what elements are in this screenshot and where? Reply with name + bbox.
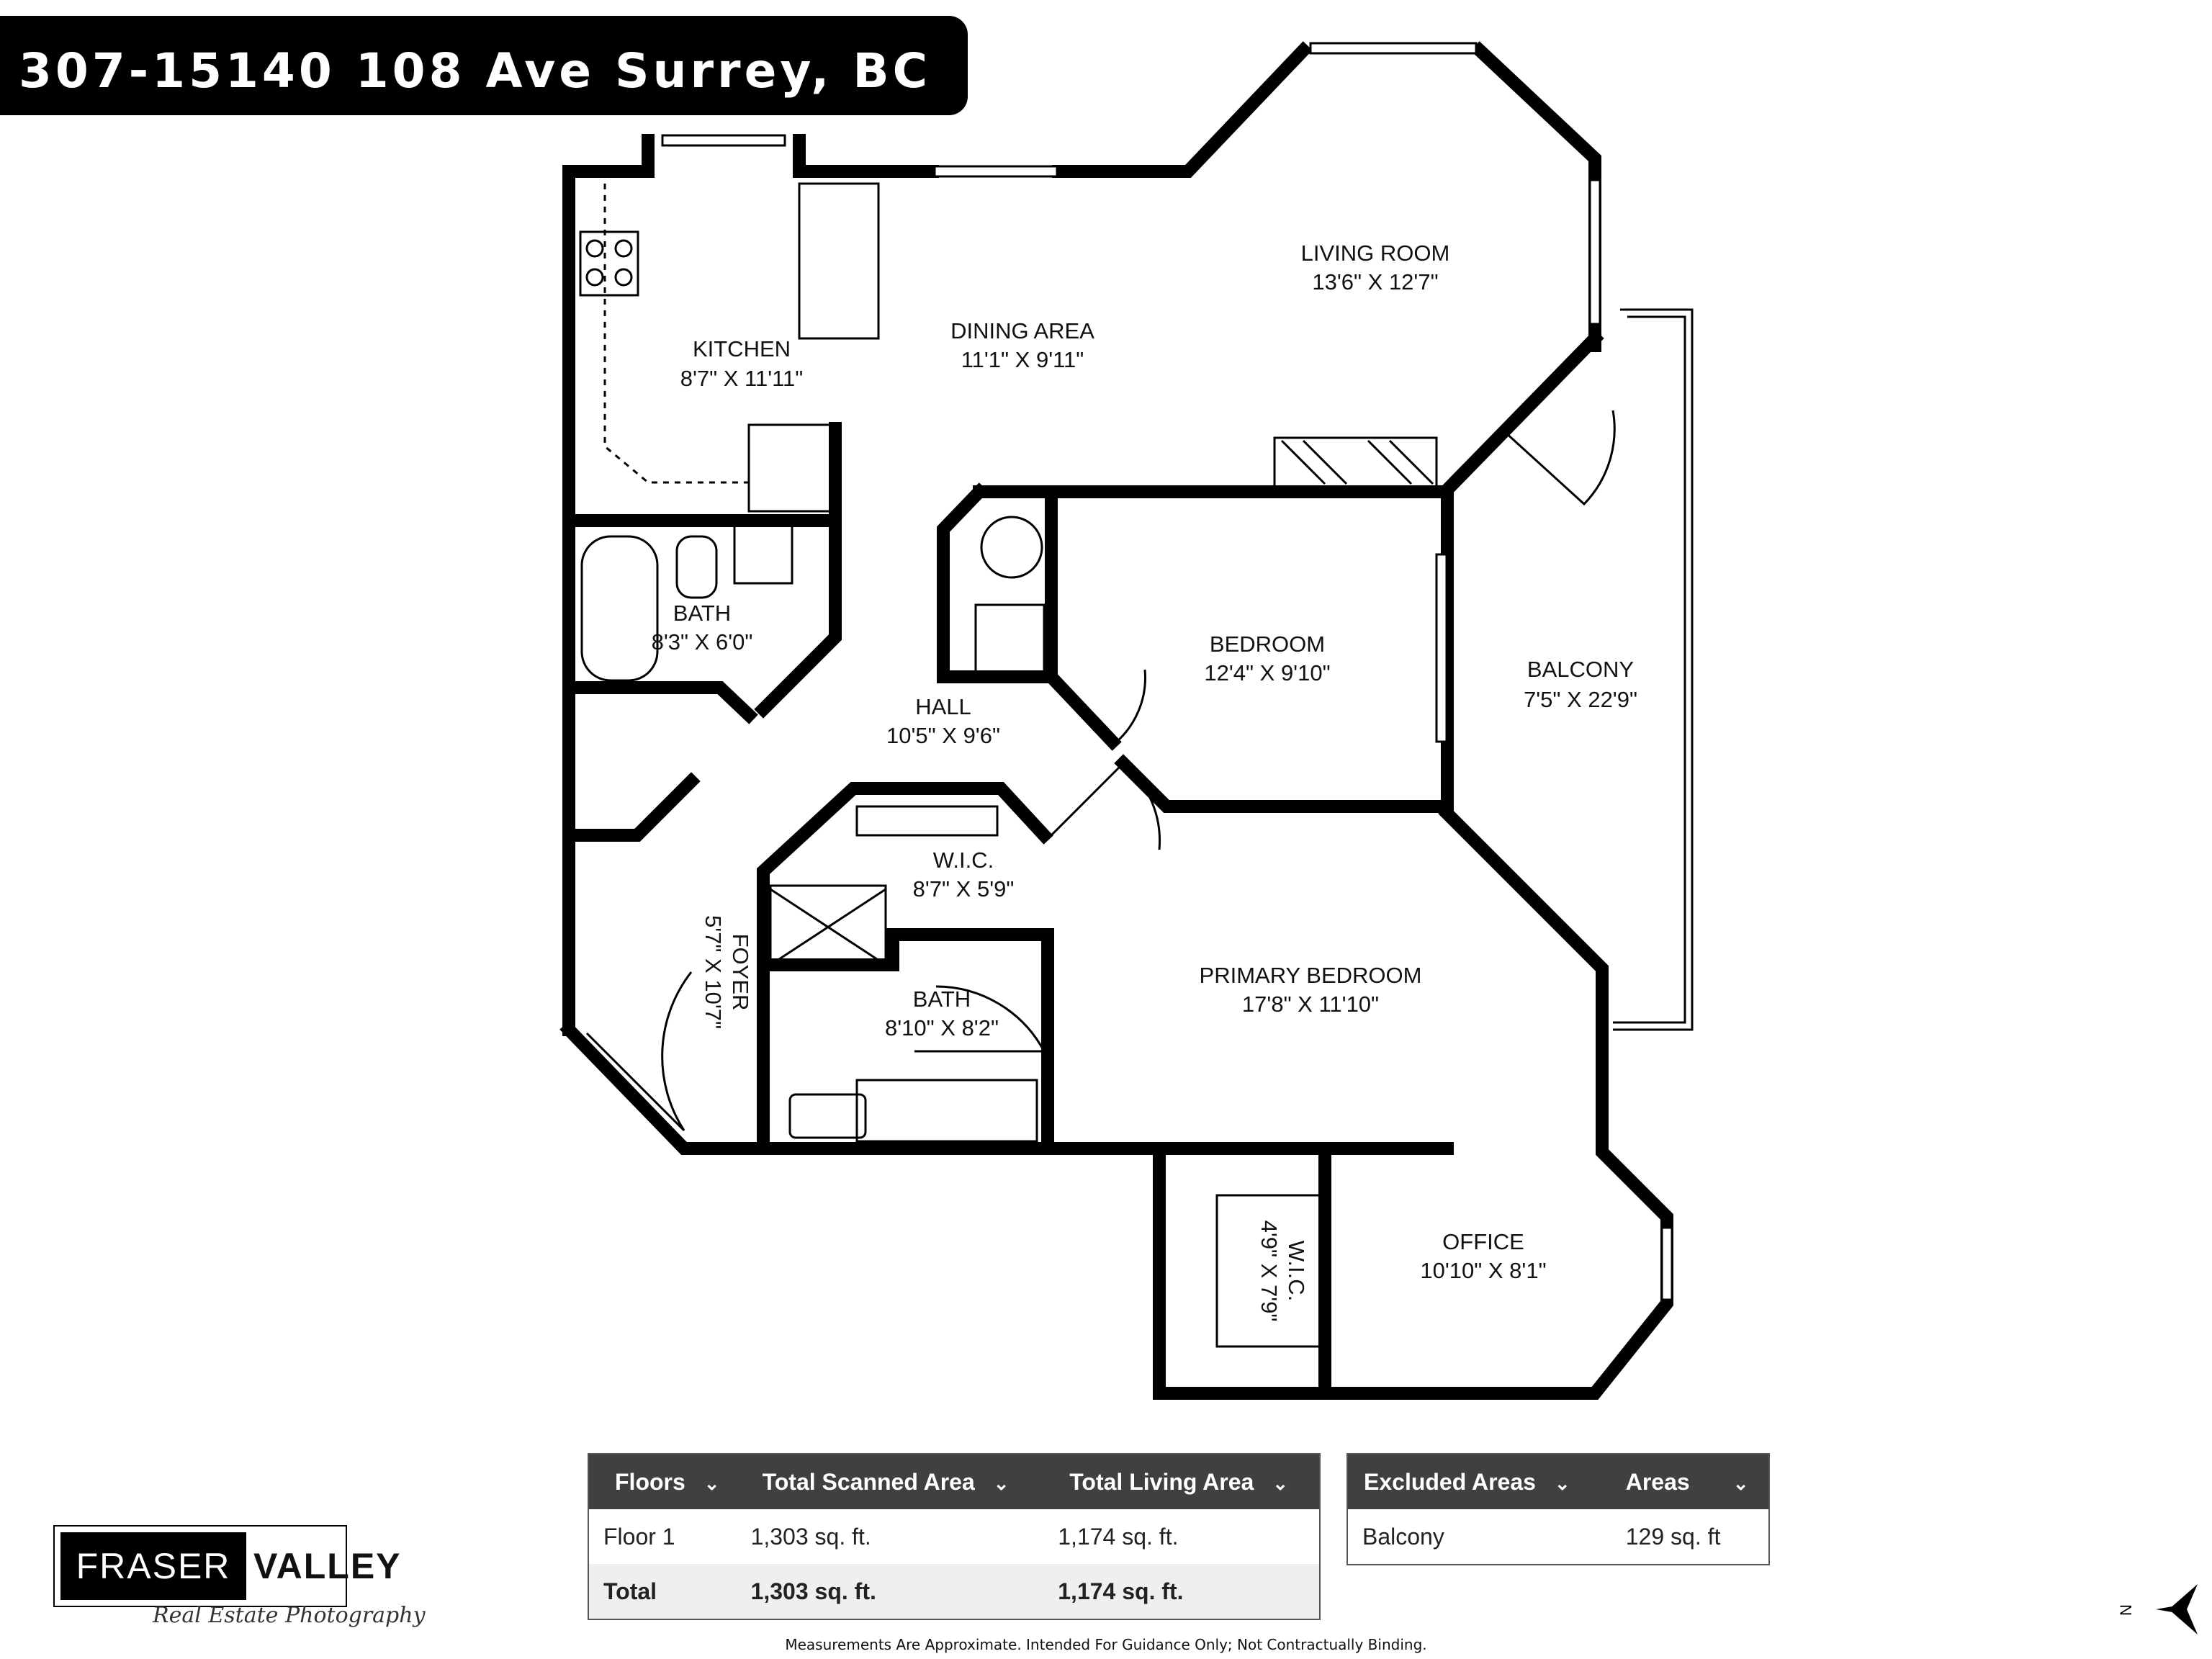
logo-left-text: FRASER (60, 1532, 246, 1600)
wic-1-name: W.I.C. (933, 848, 994, 873)
compass-label: N (2117, 1604, 2135, 1616)
bedroom-size: 12'4" X 9'10" (1204, 660, 1330, 685)
header-excluded-areas[interactable]: Excluded Areas⌄ (1347, 1454, 1600, 1509)
title-banner: 307-15140 108 Ave Surrey, BC (0, 16, 968, 115)
walls (559, 41, 1673, 1400)
wic-2-size: 4'9" X 7'9" (1256, 1220, 1282, 1322)
doors (585, 410, 1616, 1132)
header-total-living[interactable]: Total Living Area⌄ (1043, 1454, 1320, 1509)
kitchen-size: 8'7" X 11'11" (680, 366, 804, 391)
office-name: OFFICE (1442, 1229, 1524, 1254)
table-cell: 1,303 sq. ft. (736, 1564, 1044, 1619)
table-cell: 1,174 sq. ft. (1043, 1564, 1320, 1619)
chevron-down-icon: ⌄ (1272, 1472, 1289, 1494)
wic-1-size: 8'7" X 5'9" (913, 876, 1015, 902)
chevron-down-icon: ⌄ (993, 1472, 1010, 1494)
primary-bedroom-name: PRIMARY BEDROOM (1200, 963, 1422, 988)
bedroom-name: BEDROOM (1210, 631, 1325, 657)
disclaimer-text: Measurements Are Approximate. Intended F… (785, 1636, 1427, 1653)
windows (661, 42, 1673, 1301)
bath-2-name: BATH (913, 986, 971, 1012)
bath-2-size: 8'10" X 8'2" (885, 1015, 999, 1040)
bath-fixtures (580, 516, 1046, 1143)
logo-tagline: Real Estate Photography (153, 1603, 426, 1628)
living-room-size: 13'6" X 12'7" (1312, 269, 1438, 295)
bath-1-size: 8'3" X 6'0" (652, 629, 753, 655)
dining-area-name: DINING AREA (950, 318, 1094, 343)
hall-name: HALL (915, 694, 971, 719)
table-cell: 1,174 sq. ft. (1043, 1509, 1320, 1564)
table-cell: 1,303 sq. ft. (736, 1509, 1044, 1564)
north-arrow-icon: N (2117, 1584, 2198, 1635)
floor-plan: LIVING ROOM 13'6" X 12'7" DINING AREA 11… (559, 41, 1694, 1400)
kitchen-name: KITCHEN (693, 336, 791, 361)
balcony-size: 7'5" X 22'9" (1524, 687, 1637, 712)
table-cell: Total (588, 1564, 737, 1619)
bath-1-name: BATH (673, 601, 731, 626)
foyer-name: FOYER (728, 934, 753, 1011)
chevron-down-icon: ⌄ (1554, 1472, 1570, 1494)
measurements-table: Floors⌄ Total Scanned Area⌄ Total Living… (588, 1453, 1321, 1620)
chevron-down-icon: ⌄ (1732, 1472, 1749, 1494)
wic-2-name: W.I.C. (1284, 1241, 1309, 1301)
office-size: 10'10" X 8'1" (1420, 1258, 1546, 1283)
header-areas[interactable]: Areas⌄ (1599, 1454, 1769, 1509)
table-cell: Balcony (1347, 1509, 1600, 1565)
header-total-scanned[interactable]: Total Scanned Area⌄ (736, 1454, 1044, 1509)
table-cell: Floor 1 (588, 1509, 737, 1564)
table-row: Balcony 129 sq. ft (1347, 1509, 1769, 1565)
living-room-name: LIVING ROOM (1301, 240, 1450, 266)
hall-size: 10'5" X 9'6" (886, 723, 1000, 748)
balcony-name: BALCONY (1527, 657, 1634, 682)
excluded-areas-table: Excluded Areas⌄ Areas⌄ Balcony 129 sq. f… (1346, 1453, 1770, 1565)
primary-bedroom-size: 17'8" X 11'10" (1242, 992, 1379, 1017)
fireplace (1273, 436, 1438, 488)
logo-right-text: VALLEY (253, 1546, 402, 1586)
page-title: 307-15140 108 Ave Surrey, BC (19, 43, 932, 99)
balcony-outline (1613, 308, 1694, 1031)
kitchen-fixtures (579, 182, 880, 513)
table-row: Floor 1 1,303 sq. ft. 1,174 sq. ft. (588, 1509, 1320, 1564)
wic-2-closet: W.I.C. 4'9" X 7'9" (1215, 1194, 1323, 1348)
foyer-size: 5'7" X 10'7" (701, 915, 726, 1029)
header-floors[interactable]: Floors⌄ (588, 1454, 737, 1509)
dining-area-size: 11'1" X 9'11" (961, 347, 1084, 372)
table-cell: 129 sq. ft (1599, 1509, 1769, 1565)
brand-logo: FRASER VALLEY (53, 1525, 400, 1607)
chevron-down-icon: ⌄ (703, 1472, 720, 1494)
table-row: Total 1,303 sq. ft. 1,174 sq. ft. (588, 1564, 1320, 1619)
